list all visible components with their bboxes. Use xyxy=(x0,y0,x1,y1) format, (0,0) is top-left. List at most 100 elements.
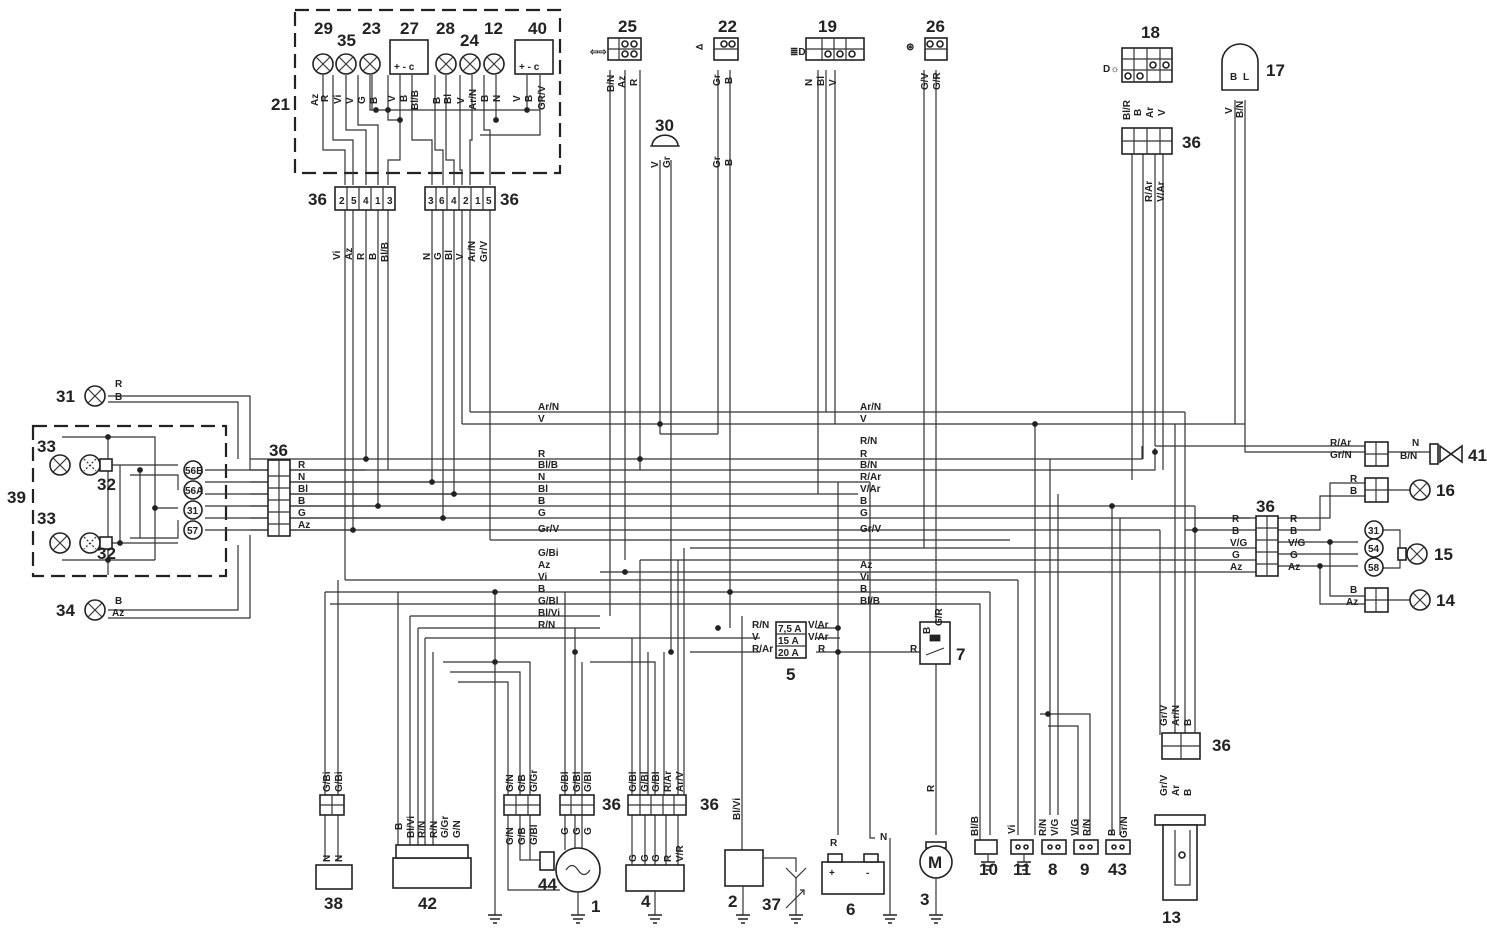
wire-label: B xyxy=(394,823,405,830)
wire-label: B xyxy=(524,95,535,102)
alternator-1 xyxy=(539,847,601,893)
wire-label: G/B xyxy=(517,827,528,845)
wire-label: Gr/N xyxy=(1119,816,1130,838)
wire-label: R/N xyxy=(860,436,877,447)
wire-label: G/Bl xyxy=(560,771,571,792)
label-8: 8 xyxy=(1048,860,1057,879)
wire-label: Gr/V xyxy=(860,524,881,535)
wire-label: Gr/V xyxy=(1159,705,1170,726)
lamp-35 xyxy=(335,53,357,75)
warning-icons: D☼ xyxy=(1103,64,1119,75)
connector-36-c1 xyxy=(559,794,595,816)
label-36-rear: 36 xyxy=(1256,497,1275,516)
wire-label: G/Bl xyxy=(572,771,583,792)
label-9: 9 xyxy=(1080,860,1089,879)
label-36-c1: 36 xyxy=(602,795,621,814)
wire-label: B/N xyxy=(1235,101,1246,118)
instrument-panel-group-21 xyxy=(293,8,562,175)
wire-label: G/Gr xyxy=(529,770,540,792)
wire-label: B xyxy=(1290,526,1297,537)
lamp-34 xyxy=(84,599,106,621)
wire-label: B xyxy=(724,77,735,84)
wire-label: Az xyxy=(1230,562,1242,573)
pin: 4 xyxy=(363,196,369,207)
wire-label: G/Bl xyxy=(538,596,559,607)
main-harness-wires xyxy=(250,411,1258,845)
wire-label: N xyxy=(298,472,305,483)
wire-label: G/Bl xyxy=(529,824,540,845)
component-2 xyxy=(724,849,807,887)
label-13: 13 xyxy=(1162,908,1181,927)
label-1: 1 xyxy=(591,897,600,916)
wire-label: B xyxy=(1350,585,1357,596)
label-35: 35 xyxy=(337,31,356,50)
lamp-23 xyxy=(359,53,381,75)
battery-plus: + xyxy=(829,868,835,879)
wire-label: Az xyxy=(310,94,321,106)
wire-label: G xyxy=(538,508,546,519)
wire-label: G/R xyxy=(932,71,943,90)
label-4: 4 xyxy=(641,892,651,911)
wire-label: G/Gr xyxy=(440,816,451,838)
wire-label: R/N xyxy=(538,620,555,631)
wire-label: V/Ar xyxy=(1156,181,1167,202)
label-38: 38 xyxy=(324,894,343,913)
wire-label: G/N xyxy=(505,827,516,845)
wire-label: R/Ar xyxy=(860,472,881,483)
wire-label: B xyxy=(480,95,491,102)
label-21: 21 xyxy=(271,95,290,114)
connector-36-harness-left xyxy=(267,459,291,537)
wire-label: R xyxy=(1290,514,1298,525)
wire-label: Bl xyxy=(816,76,827,86)
wire-label: N xyxy=(538,472,545,483)
wire-label: G xyxy=(651,854,662,862)
wire-label: N xyxy=(880,832,887,843)
wire-label: G/Bi xyxy=(538,548,559,559)
wire-label: N xyxy=(804,79,815,86)
wire-label: G/N xyxy=(452,820,463,838)
label-31: 31 xyxy=(56,387,75,406)
component-4 xyxy=(625,864,685,892)
connector-36-c4 xyxy=(627,794,687,816)
wire-label: N xyxy=(1412,438,1419,449)
wire-label: G xyxy=(298,508,306,519)
label-44: 44 xyxy=(538,875,557,894)
tail-lamp-15: 31 54 58 xyxy=(1364,520,1428,577)
fuse-1: 7,5 A xyxy=(778,624,802,635)
lamp-14 xyxy=(1409,589,1431,611)
connector-26 xyxy=(924,37,948,61)
label-27: 27 xyxy=(400,19,419,38)
left-side-wires xyxy=(62,395,454,619)
wire-label: V xyxy=(860,414,867,425)
pin: 5 xyxy=(351,196,357,207)
wire-label: G/Bl xyxy=(640,771,651,792)
switch-9 xyxy=(1073,839,1099,855)
label-32b: 32 xyxy=(97,544,116,563)
wire-label: R xyxy=(910,644,918,655)
wire-label: R xyxy=(298,460,306,471)
label-33a: 33 xyxy=(37,437,56,456)
wire-label: R/N xyxy=(1038,819,1049,836)
wire-label: Bl/Vi xyxy=(406,816,417,838)
wire-label: B xyxy=(724,159,735,166)
wire-label: Bl/B xyxy=(970,816,981,836)
wire-label: V xyxy=(456,97,467,104)
wire-label: G/Bi xyxy=(334,771,345,792)
label-34: 34 xyxy=(56,601,75,620)
wire-labels: Az R Vi V G B V B Bl/B B Bl V Ar/N B N V… xyxy=(112,71,1419,862)
panel-wires xyxy=(322,75,541,185)
wire-label: Gr/N xyxy=(1330,450,1352,461)
wire-label: GR/V xyxy=(537,85,548,110)
wire-label: B xyxy=(115,596,122,607)
wire-label: G xyxy=(433,252,444,260)
label-3: 3 xyxy=(920,890,929,909)
lamp-16 xyxy=(1409,479,1431,501)
label-24: 24 xyxy=(460,31,479,50)
wire-label: G/N xyxy=(505,774,516,792)
wire-label: Az xyxy=(344,248,355,260)
wire-label: Bl/Vi xyxy=(732,798,743,820)
label-29: 29 xyxy=(314,19,333,38)
wire-label: N xyxy=(334,855,345,862)
label-12: 12 xyxy=(484,19,503,38)
wire-label: B xyxy=(298,496,305,507)
